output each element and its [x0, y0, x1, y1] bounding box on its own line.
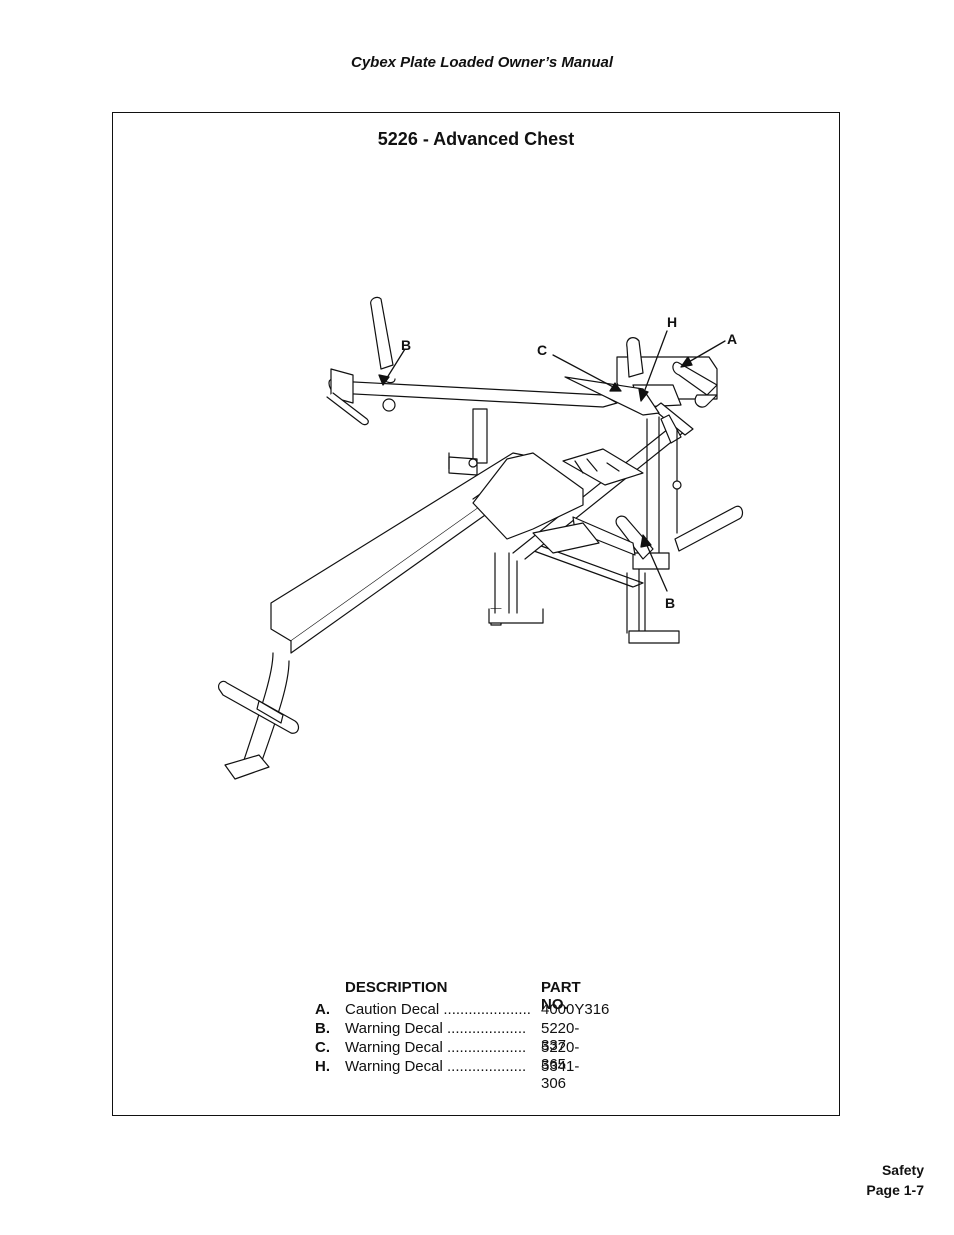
row-letter: C. [315, 1039, 330, 1056]
callout-c: C [537, 342, 548, 358]
figure-title: 5226 - Advanced Chest [377, 129, 575, 149]
row-description: Warning Decal ................... [345, 1058, 527, 1075]
seat-pad [472, 452, 584, 540]
description-header: DESCRIPTION [345, 979, 448, 996]
left-handle-upper [370, 296, 394, 370]
row-description: Caution Decal ..................... [345, 1001, 531, 1018]
callout-b-left: B [401, 337, 412, 353]
seat-decal [562, 448, 644, 486]
front-foot [224, 754, 270, 780]
row-letter: A. [315, 1001, 330, 1018]
page-footer: Safety Page 1-7 [866, 1160, 924, 1200]
row-description: Warning Decal ................... [345, 1039, 527, 1056]
manual-title: Cybex Plate Loaded Owner’s Manual [350, 54, 614, 71]
row-letter: H. [315, 1058, 330, 1075]
section-label: Safety [881, 1162, 924, 1178]
callout-a: A [727, 331, 738, 347]
left-handle-lower [326, 392, 369, 426]
row-part-no: 4000Y316 [541, 1001, 610, 1018]
row-letter: B. [315, 1020, 330, 1037]
callout-h: H [667, 314, 678, 330]
right-foot [628, 630, 680, 644]
part-no-header: PART NO. [541, 979, 581, 1013]
row-part-no: 5341-306 [541, 1058, 580, 1092]
figure-frame: 5226 - Advanced Chest [112, 112, 840, 1116]
row-part-no: 5220-337 [541, 1020, 580, 1054]
callout-b-right: B [665, 595, 676, 611]
right-handle-upper [674, 505, 744, 552]
row-part-no: 5220-365 [541, 1039, 580, 1073]
bench-press-machine-illustration [218, 296, 744, 780]
page-number: Page 1-7 [866, 1182, 924, 1198]
left-press-arm [334, 380, 618, 408]
row-description: Warning Decal ................... [345, 1020, 527, 1037]
